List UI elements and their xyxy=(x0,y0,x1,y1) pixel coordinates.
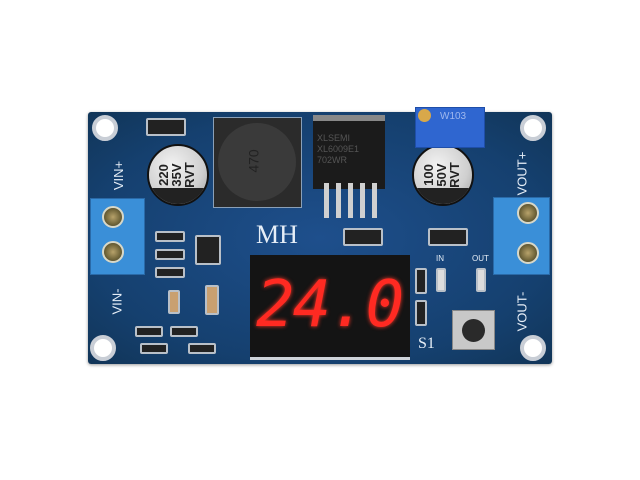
button-cap-icon[interactable] xyxy=(462,319,485,342)
smd-diode xyxy=(146,118,186,136)
ic-pin xyxy=(324,183,329,218)
smd-resistor xyxy=(170,326,198,337)
terminal-screw xyxy=(517,202,539,224)
inductor-label: 470 xyxy=(245,149,262,173)
terminal-screw xyxy=(102,206,124,228)
ic-label: 702WR xyxy=(317,155,348,165)
smd-resistor xyxy=(155,267,185,278)
switch-label: S1 xyxy=(418,335,435,352)
ic-label: XL6009E1 xyxy=(317,144,360,154)
ic-pin xyxy=(336,183,341,218)
output-capacitor: 100 50V RVT xyxy=(412,144,474,206)
mounting-hole xyxy=(92,115,118,141)
vin-plus-label: VIN+ xyxy=(111,160,127,191)
ic-pin xyxy=(348,183,353,218)
ic-label: XLSEMI xyxy=(317,133,351,143)
smd-resistor xyxy=(415,300,427,326)
led-in xyxy=(436,268,446,292)
out-label: OUT xyxy=(472,254,489,263)
smd-resistor xyxy=(415,268,427,294)
push-button[interactable] xyxy=(452,310,495,350)
smd-diode xyxy=(428,228,468,246)
regulator-ic: XLSEMI XL6009E1 702WR xyxy=(313,115,385,189)
capacitor-label: 220 35V RVT xyxy=(156,162,197,188)
potentiometer-label: W103 xyxy=(440,111,467,122)
potentiometer[interactable]: W103 xyxy=(415,107,485,148)
voltage-readout: 24.0 xyxy=(256,268,404,342)
vout-plus-label: VOUT+ xyxy=(514,151,530,196)
smd-diode xyxy=(343,228,383,246)
led-out xyxy=(476,268,486,292)
smd-capacitor xyxy=(168,290,180,314)
inductor: 470 xyxy=(213,117,302,208)
smd-capacitor xyxy=(205,285,219,315)
ic-pin xyxy=(360,183,365,218)
capacitor-label: 100 50V RVT xyxy=(421,162,462,188)
smd-resistor xyxy=(155,231,185,242)
input-capacitor: 220 35V RVT xyxy=(147,144,209,206)
terminal-screw xyxy=(102,241,124,263)
smd-resistor xyxy=(188,343,216,354)
smd-resistor xyxy=(135,326,163,337)
vout-minus-label: VOUT- xyxy=(514,291,530,332)
ic-pin xyxy=(372,183,377,218)
in-label: IN xyxy=(436,254,444,263)
smd-resistor xyxy=(140,343,168,354)
seven-segment-display: 24.0 xyxy=(250,255,410,360)
terminal-screw xyxy=(517,242,539,264)
vin-minus-label: VIN- xyxy=(109,288,125,315)
mounting-hole xyxy=(520,335,546,361)
mounting-hole xyxy=(520,115,546,141)
voltage-regulator xyxy=(195,235,221,265)
smd-resistor xyxy=(155,249,185,260)
mounting-hole xyxy=(90,335,116,361)
potentiometer-screw-icon[interactable] xyxy=(418,109,431,122)
brand-label: MH xyxy=(256,220,298,249)
